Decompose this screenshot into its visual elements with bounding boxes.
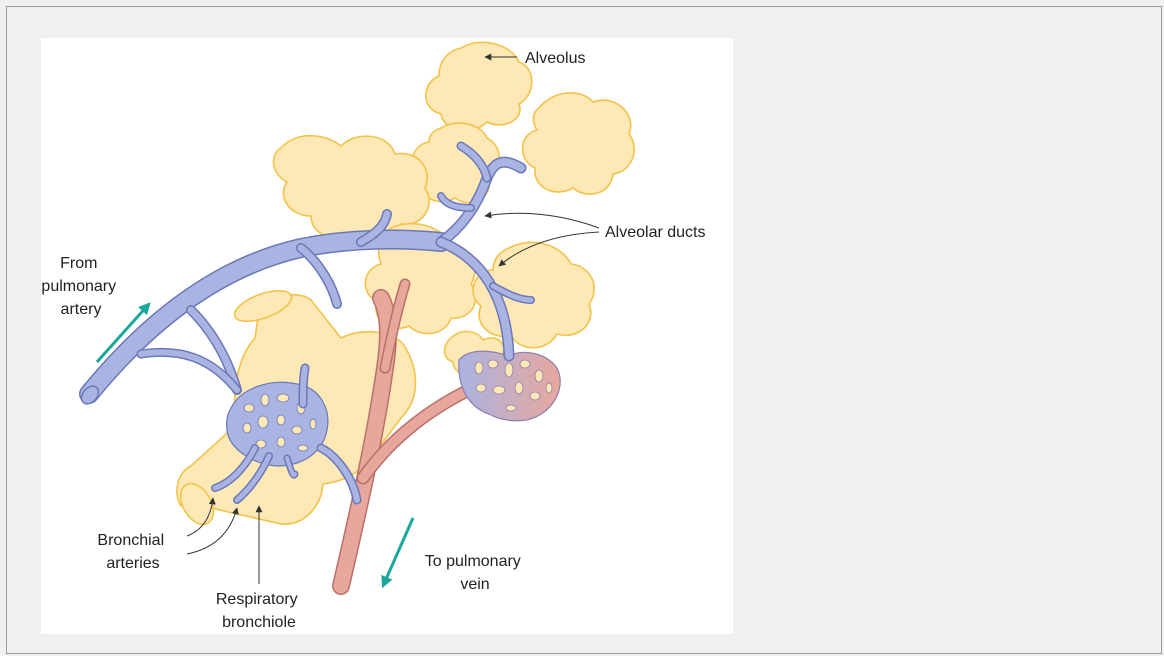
label-alveolar-ducts: Alveolar ducts <box>605 224 706 241</box>
label-bronchial-arteries-line-2: arteries <box>106 555 159 572</box>
label-to-vein-line-1: To pulmonary <box>425 553 521 570</box>
label-respiratory-bronchiole-line-2: bronchiole <box>222 614 296 631</box>
capillary-network-right <box>459 351 560 421</box>
pulmonary-circulation-diagram: Alveolus Alveolar ducts From pulmonary a… <box>41 38 733 634</box>
label-bronchial-arteries-line-1: Bronchial <box>97 532 164 549</box>
venous-flow-arrow <box>383 518 413 586</box>
label-respiratory-bronchiole: Respiratory bronchiole <box>216 591 302 631</box>
label-from-artery-line-2: pulmonary <box>41 278 116 295</box>
label-bronchial-arteries: Bronchial arteries <box>97 532 168 572</box>
capillary-network-left <box>227 382 328 466</box>
viewer-frame: Alveolus Alveolar ducts From pulmonary a… <box>6 6 1162 654</box>
label-alveolus: Alveolus <box>525 50 585 67</box>
label-to-vein-line-2: vein <box>460 576 489 593</box>
diagram-svg: Alveolus Alveolar ducts From pulmonary a… <box>41 38 733 634</box>
label-from-artery-line-3: artery <box>61 301 102 318</box>
alveolar-duct-pointer-1 <box>485 213 599 228</box>
label-from-artery-line-1: From <box>60 255 97 272</box>
alveolus-sac-top <box>426 42 532 130</box>
label-to-vein: To pulmonary vein <box>425 553 526 593</box>
alveolus-sac-right-upper <box>522 93 634 194</box>
label-from-artery: From pulmonary artery <box>41 255 120 318</box>
label-respiratory-bronchiole-line-1: Respiratory <box>216 591 298 608</box>
